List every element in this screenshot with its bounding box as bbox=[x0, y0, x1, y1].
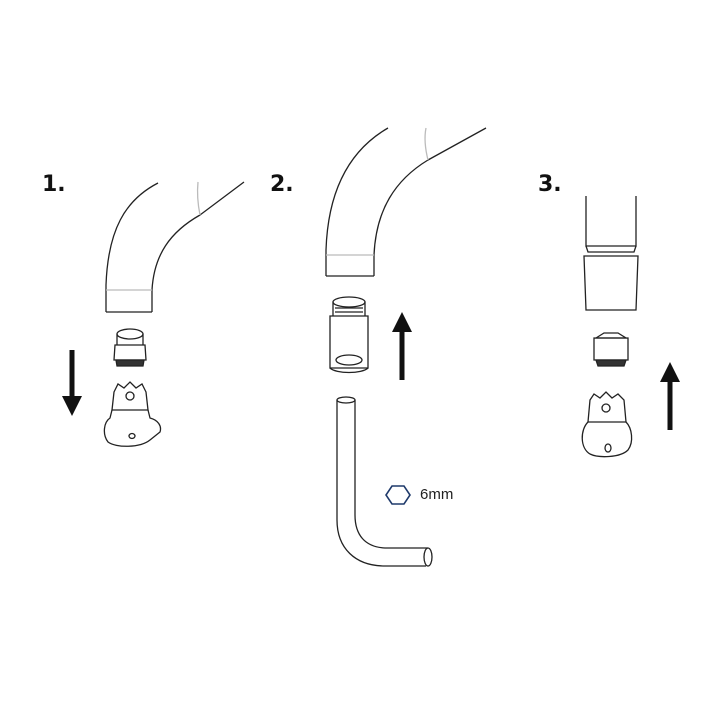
hexagon-icon bbox=[385, 485, 411, 505]
step-3-aerator bbox=[593, 332, 629, 367]
step-2-label: 2. bbox=[270, 172, 294, 197]
step-2-faucet-spout bbox=[325, 127, 487, 277]
step-1-label: 1. bbox=[42, 172, 66, 197]
step-1-faucet-spout bbox=[105, 181, 245, 313]
hex-key-tool bbox=[336, 396, 433, 567]
step-3-up-arrow bbox=[660, 362, 680, 430]
step-1-aerator-key bbox=[103, 381, 162, 447]
step-1-down-arrow bbox=[62, 350, 82, 416]
step-1-aerator bbox=[113, 328, 147, 367]
hex-size-label: 6mm bbox=[420, 486, 454, 503]
step-3-label: 3. bbox=[538, 172, 562, 197]
step-2-aerator-housing bbox=[329, 296, 369, 374]
step-3-faucet-pipe bbox=[583, 196, 639, 311]
step-3-aerator-key bbox=[581, 391, 633, 458]
step-2-up-arrow bbox=[392, 312, 412, 380]
